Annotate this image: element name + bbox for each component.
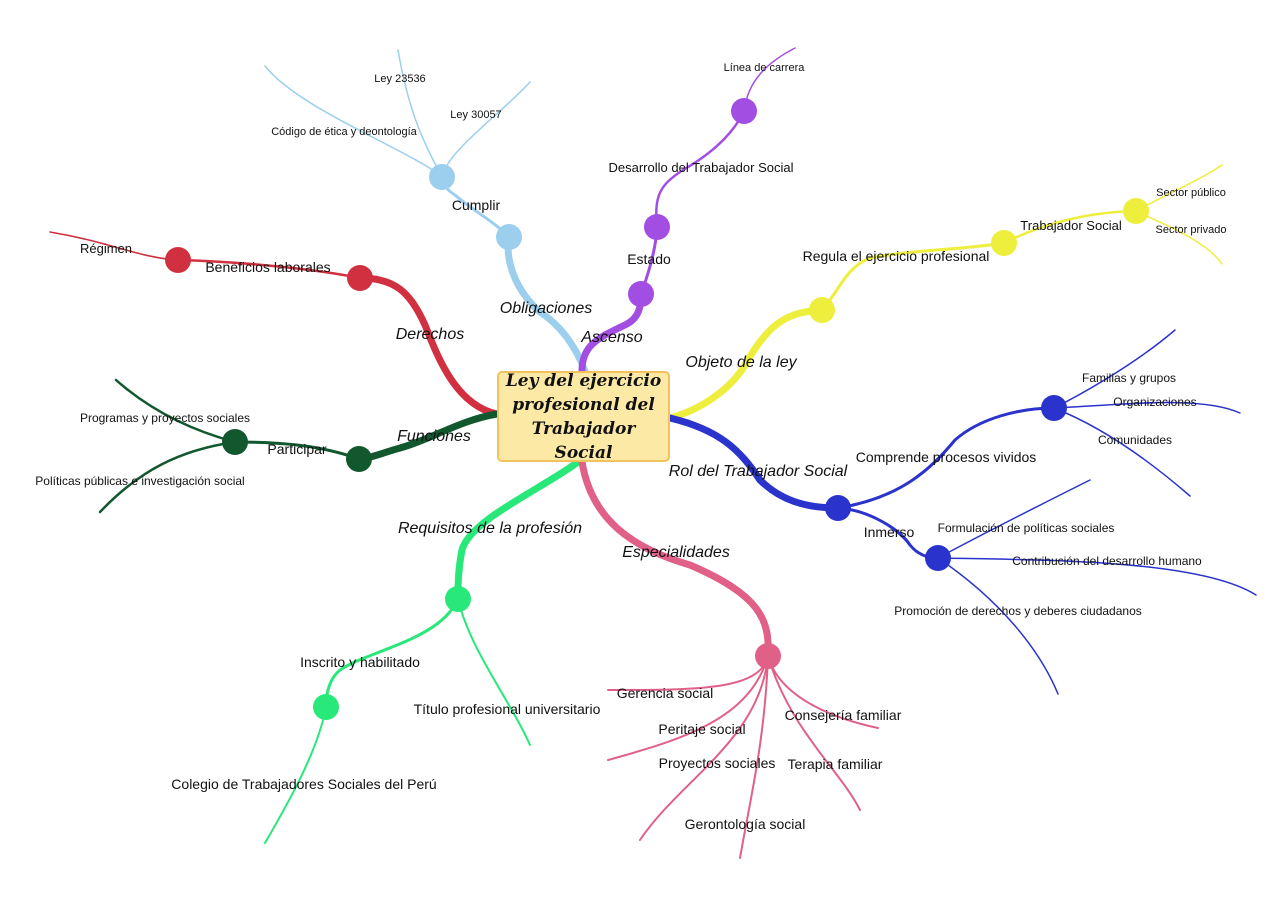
label-obligaciones: Obligaciones: [500, 300, 593, 317]
label-regimen: Régimen: [80, 241, 132, 256]
label-gerencia-social: Gerencia social: [617, 685, 714, 701]
label-comunidades: Comunidades: [1098, 433, 1172, 447]
label-gerontologia-social: Gerontología social: [685, 816, 806, 832]
label-codigo-etica: Código de ética y deontología: [271, 126, 417, 138]
node-objeto-3[interactable]: [1123, 198, 1149, 224]
label-especialidades: Especialidades: [622, 544, 730, 561]
label-terapia-familiar: Terapia familiar: [788, 756, 883, 772]
branch-funciones-lines: [98, 378, 501, 514]
node-funciones-1[interactable]: [346, 446, 372, 472]
label-sector-publico: Sector público: [1156, 187, 1226, 199]
label-comprende: Comprende procesos vividos: [856, 449, 1037, 465]
label-formulacion: Formulación de políticas sociales: [938, 521, 1115, 535]
branch-requisitos-lines: [264, 458, 582, 844]
label-inmerso: Inmerso: [864, 524, 915, 540]
node-circles: [165, 98, 1149, 720]
node-derechos-1[interactable]: [347, 265, 373, 291]
label-regula: Regula el ejercicio profesional: [803, 248, 990, 264]
label-programas: Programas y proyectos sociales: [80, 411, 250, 425]
label-organizaciones: Organizaciones: [1113, 395, 1196, 409]
node-requisitos-2[interactable]: [313, 694, 339, 720]
label-proyectos-sociales: Proyectos sociales: [659, 755, 776, 771]
node-ascenso-1[interactable]: [628, 281, 654, 307]
node-ascenso-3[interactable]: [731, 98, 757, 124]
node-obligaciones-1[interactable]: [496, 224, 522, 250]
label-ley-30057: Ley 30057: [450, 109, 501, 121]
node-labels: Derechos Beneficios laborales Régimen Ob…: [35, 62, 1226, 832]
label-objeto-ley: Objeto de la ley: [685, 354, 797, 371]
central-topic[interactable]: Ley del ejercicio profesional del Trabaj…: [497, 370, 670, 463]
label-colegio: Colegio de Trabajadores Sociales del Per…: [171, 776, 436, 792]
branch-objeto-lines: [666, 164, 1223, 422]
node-requisitos-1[interactable]: [445, 586, 471, 612]
node-derechos-2[interactable]: [165, 247, 191, 273]
label-inscrito: Inscrito y habilitado: [300, 654, 420, 670]
label-promocion: Promoción de derechos y deberes ciudadan…: [894, 604, 1142, 618]
label-titulo: Título profesional universitario: [414, 701, 601, 717]
branch-especialidades-lines: [578, 458, 879, 859]
label-beneficios-laborales: Beneficios laborales: [205, 259, 330, 275]
label-ley-23536: Ley 23536: [374, 73, 425, 85]
label-requisitos: Requisitos de la profesión: [398, 520, 582, 537]
central-topic-title: Ley del ejercicio profesional del Trabaj…: [505, 370, 662, 463]
label-derechos: Derechos: [396, 326, 464, 343]
node-obligaciones-2[interactable]: [429, 164, 455, 190]
label-participar: Participar: [267, 441, 326, 457]
node-rol-2[interactable]: [1041, 395, 1067, 421]
label-funciones: Funciones: [397, 428, 471, 445]
node-rol-1[interactable]: [825, 495, 851, 521]
label-linea-carrera: Línea de carrera: [724, 62, 806, 74]
label-contribucion: Contribución del desarrollo humano: [1012, 554, 1202, 568]
label-cumplir: Cumplir: [452, 197, 501, 213]
node-rol-3[interactable]: [925, 545, 951, 571]
node-ascenso-2[interactable]: [644, 214, 670, 240]
label-peritaje-social: Peritaje social: [658, 721, 745, 737]
label-ascenso: Ascenso: [580, 329, 642, 346]
label-familias-grupos: Familias y grupos: [1082, 371, 1176, 385]
node-funciones-2[interactable]: [222, 429, 248, 455]
node-objeto-1[interactable]: [809, 297, 835, 323]
label-estado: Estado: [627, 251, 671, 267]
label-politicas: Políticas públicas e investigación socia…: [35, 474, 244, 488]
branch-ascenso-lines: [578, 47, 796, 375]
node-especialidades-1[interactable]: [755, 643, 781, 669]
node-objeto-2[interactable]: [991, 230, 1017, 256]
label-sector-privado: Sector privado: [1156, 224, 1227, 236]
label-trabajador-social: Trabajador Social: [1020, 218, 1122, 233]
label-consejeria-familiar: Consejería familiar: [785, 707, 902, 723]
label-rol: Rol del Trabajador Social: [669, 463, 848, 480]
label-desarrollo: Desarrollo del Trabajador Social: [609, 160, 794, 175]
